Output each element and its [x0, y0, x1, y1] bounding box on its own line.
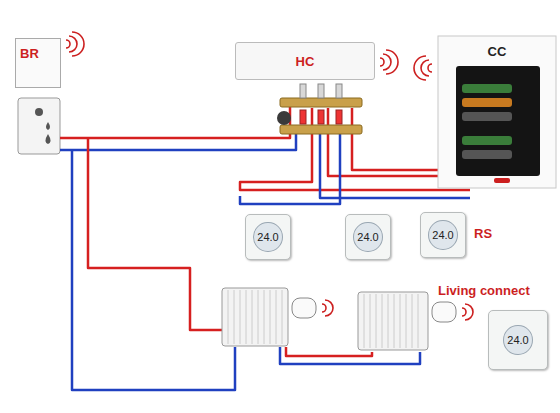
temperature-display: 24.0 [428, 220, 457, 250]
drop-symbol [46, 122, 51, 144]
room-thermostat: 24.0 [245, 214, 291, 260]
manifold-supply [280, 98, 362, 107]
pipes [60, 104, 470, 390]
room-thermostat: 24.0 [420, 212, 466, 258]
boiler-relay: BR [15, 38, 61, 88]
boiler-box [18, 98, 60, 154]
touch-screen [456, 66, 540, 176]
hydronic-controller: HC [235, 42, 375, 80]
device-label: HC [296, 54, 315, 69]
dial [35, 108, 43, 116]
manifold-return [280, 125, 362, 134]
device-label: Living connect [438, 283, 530, 298]
controller-frame [438, 36, 556, 188]
device-label: CC [488, 44, 507, 59]
room-thermostat: 24.0 [345, 214, 391, 260]
central-controller: CC [438, 36, 556, 188]
radiator [222, 288, 316, 346]
room-thermostat: 24.0 [488, 310, 548, 370]
radiator [358, 292, 456, 350]
device-label: BR [20, 46, 39, 61]
wireless-symbol [66, 32, 473, 320]
temperature-display: 24.0 [253, 222, 282, 252]
pump [277, 111, 291, 125]
device-label: RS [474, 226, 492, 241]
temperature-display: 24.0 [353, 222, 382, 252]
logo-mark [494, 178, 510, 183]
temperature-display: 24.0 [503, 325, 532, 355]
